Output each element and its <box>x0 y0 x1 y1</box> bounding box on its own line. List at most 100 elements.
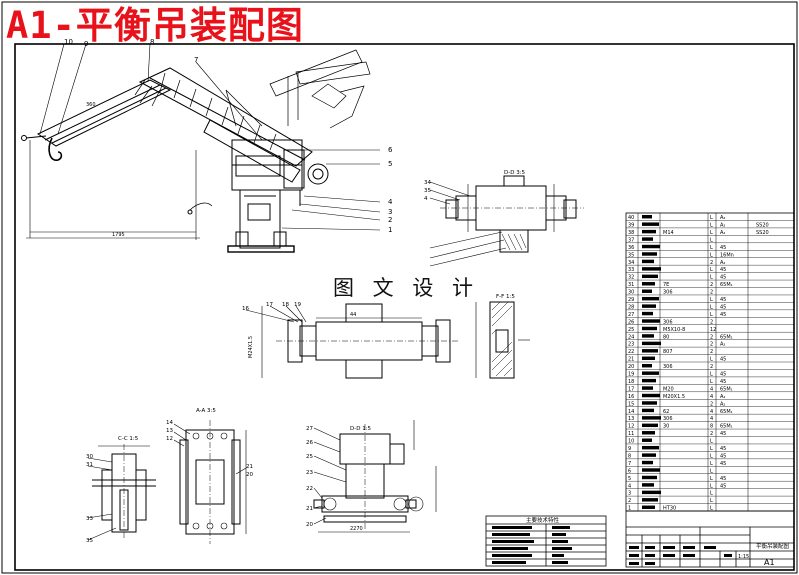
bom-cell: L <box>710 275 713 281</box>
bom-cell: 306 <box>663 290 673 296</box>
svg-text:M24X1.5: M24X1.5 <box>248 336 254 358</box>
bom-cell: 22 <box>628 349 634 355</box>
bom-cell: 24 <box>628 334 634 340</box>
bom-cell: L <box>710 215 713 221</box>
bom-cell: 62 <box>663 409 669 415</box>
bom-cell: 12 <box>710 327 716 333</box>
bom-cell: 2 <box>710 364 713 370</box>
callout-10: 10 <box>64 38 73 46</box>
svg-text:44: 44 <box>350 312 356 318</box>
bom-cell: 13 <box>628 416 634 422</box>
bom-cell: 45 <box>720 476 726 482</box>
callout-9: 9 <box>84 40 88 48</box>
svg-text:17: 17 <box>266 302 273 308</box>
bom-cell: 23 <box>628 342 634 348</box>
bom-cell: L <box>710 476 713 482</box>
bom-name-mark <box>642 408 654 413</box>
section-ff <box>475 301 530 379</box>
bom-name-mark <box>642 259 654 264</box>
bom-name-mark <box>642 304 656 308</box>
svg-text:22: 22 <box>306 486 313 492</box>
bom-cell: L <box>710 252 713 258</box>
bom-cell: 9 <box>628 446 631 452</box>
svg-text:33: 33 <box>86 516 93 522</box>
bom-cell: 4 <box>710 409 713 415</box>
bom-cell: 45 <box>720 267 726 273</box>
bom-name-mark <box>642 490 661 495</box>
bom-name-mark <box>642 349 658 353</box>
bom-name-mark <box>642 244 660 249</box>
title-block-code: A1 <box>764 558 775 567</box>
bom-cell: 65M₁ <box>720 409 733 415</box>
bom-cell: 15 <box>628 401 634 407</box>
bom-cell: 39 <box>628 223 634 229</box>
bom-cell: 29 <box>628 297 634 303</box>
title-block-ratio: 1:15 <box>738 554 749 560</box>
bom-cell: L <box>710 468 713 474</box>
svg-text:19: 19 <box>294 302 301 308</box>
bom-cell: 31 <box>628 282 634 288</box>
bom-name-mark <box>642 296 659 301</box>
bom-cell: 2 <box>710 260 713 266</box>
bom-cell: 38 <box>628 230 634 236</box>
svg-text:21: 21 <box>306 506 313 512</box>
bom-name-mark <box>642 364 652 368</box>
tech-spec-fill <box>492 526 572 564</box>
dd-callout-34: 34 <box>424 180 431 186</box>
bom-name-mark <box>642 393 660 398</box>
dd-label: D-D 1:5 <box>350 426 372 432</box>
bom-cell: 80 <box>663 334 669 340</box>
bom-cell: 45 <box>720 357 726 363</box>
section-aa <box>173 420 247 544</box>
bom-cell: 20 <box>628 364 634 370</box>
bom-cell: 65M₁ <box>720 424 733 430</box>
bom-cell: L <box>710 506 713 512</box>
bom-cell: 40 <box>628 215 634 221</box>
section-dd-top <box>429 175 584 267</box>
callout-8: 8 <box>150 38 154 46</box>
svg-text:35: 35 <box>86 538 93 544</box>
svg-text:20: 20 <box>306 522 313 528</box>
bom-cell: 45 <box>720 312 726 318</box>
bom-cell: A₂ <box>720 260 725 266</box>
main-view-callouts: 10 9 8 7 6 5 4 3 2 1 <box>64 38 393 234</box>
bom-cell: 16Mn <box>720 252 734 258</box>
svg-text:31: 31 <box>86 462 93 468</box>
bom-cell: 8 <box>710 424 713 430</box>
bom-cell: 4 <box>628 483 631 489</box>
bom-cell: 32 <box>628 275 634 281</box>
bom-cell: 2 <box>710 290 713 296</box>
section-cc <box>87 444 156 541</box>
bom-cell: 34 <box>628 260 634 266</box>
callout-5: 5 <box>388 160 392 168</box>
bom-cell: 65M₁ <box>720 334 733 340</box>
bom-cell: L <box>710 461 713 467</box>
svg-text:25: 25 <box>306 454 313 460</box>
bom-name-mark <box>642 498 658 502</box>
bom-cell: 45 <box>720 245 726 251</box>
callout-3: 3 <box>388 208 392 216</box>
bom-cell: 45 <box>720 304 726 310</box>
bom-name-mark <box>642 319 660 323</box>
bom-name-mark <box>642 505 655 509</box>
bom-cell: L <box>710 267 713 273</box>
bom-name-mark <box>642 274 658 279</box>
bom-cell: 35 <box>628 252 634 258</box>
bom-cell: L <box>710 379 713 385</box>
bom-cell: A₂ <box>720 215 725 221</box>
svg-text:12: 12 <box>166 436 173 442</box>
bom-cell: 36 <box>628 245 634 251</box>
bom-name-mark <box>642 356 655 360</box>
bom-cell: 11 <box>628 431 634 437</box>
bom-name-mark <box>642 460 653 465</box>
bom-cell: HT30 <box>663 506 676 512</box>
bom-name-mark <box>642 371 659 375</box>
bom-cell: 33 <box>628 267 634 273</box>
shaft-view-middle: 44 M24X1.5 <box>245 303 460 379</box>
bom-cell: L <box>710 483 713 489</box>
bom-cell: 7E <box>663 282 669 288</box>
bom-name-mark <box>642 386 653 390</box>
bom-cell: 4 <box>710 386 713 392</box>
